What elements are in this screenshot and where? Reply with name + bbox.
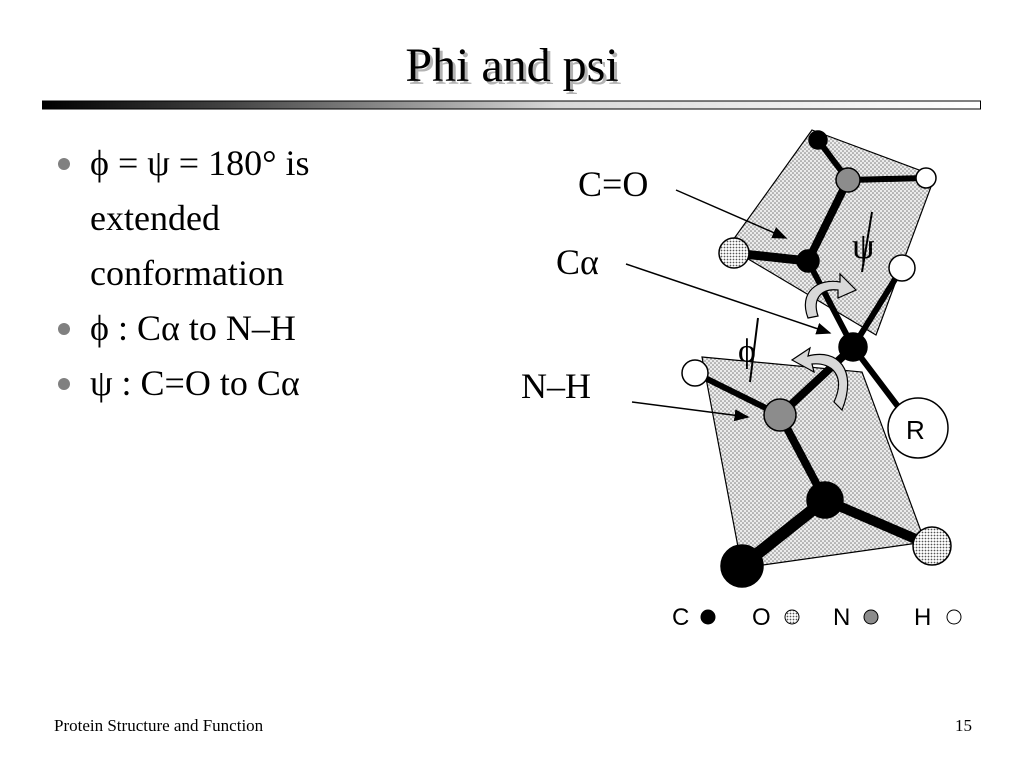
oxygen-atom	[718, 237, 750, 269]
bond	[805, 258, 856, 350]
nitrogen-atom	[763, 398, 797, 432]
phi-rotation-axis	[749, 317, 759, 383]
bullet-line: ψ : C=O to Cα	[90, 363, 300, 403]
legend-nitrogen-letter: N	[833, 604, 850, 631]
bullet-dot	[58, 158, 70, 170]
footer-course-title: Protein Structure and Function	[54, 716, 264, 735]
bullet-dot	[58, 378, 70, 390]
hydrogen-atom	[888, 254, 916, 282]
carbon-atom	[806, 481, 844, 519]
atom-legend: C O N H	[672, 604, 962, 631]
ca-label: Cα	[556, 242, 599, 282]
bullet-list: ϕ = ψ = 180° is extended conformation ϕ …	[58, 136, 398, 411]
nh-pointer-arrow	[631, 401, 750, 422]
bullet-item-extended-conformation: ϕ = ψ = 180° is extended conformation	[58, 136, 398, 301]
legend-carbon-letter: C	[672, 604, 689, 631]
legend-oxygen-letter: O	[752, 604, 771, 631]
legend-nitrogen-swatch	[863, 609, 879, 625]
bullet-item-phi: ϕ : Cα to N–H	[58, 301, 398, 356]
title-underline	[42, 100, 981, 110]
carbon-atom	[720, 544, 764, 588]
hydrogen-atom	[681, 359, 709, 387]
atoms	[681, 130, 952, 588]
carbon-atom	[808, 130, 828, 150]
psi-rotation-axis	[861, 211, 873, 273]
phi-label: ϕ	[738, 333, 756, 370]
legend-carbon-swatch	[700, 609, 716, 625]
bond	[804, 176, 852, 265]
co-label: C=O	[578, 164, 648, 204]
carbon-atom	[796, 249, 820, 273]
nh-label: N–H	[521, 366, 591, 406]
nitrogen-atom	[835, 167, 861, 193]
bullet-line: extended	[90, 198, 220, 238]
bullet-line: conformation	[90, 253, 284, 293]
legend-hydrogen-letter: H	[914, 604, 931, 631]
page-number: 15	[955, 716, 972, 735]
co-pointer-arrow	[675, 189, 788, 239]
legend-oxygen-swatch	[784, 609, 800, 625]
hydrogen-atom	[915, 167, 937, 189]
phi-psi-diagram: C=O Cα N–H ψ ϕ R C O N H	[521, 129, 962, 631]
bullet-dot	[58, 323, 70, 335]
r-group-atom	[887, 397, 949, 459]
r-group-label: R	[906, 415, 925, 445]
bullet-item-psi: ψ : C=O to Cα	[58, 356, 398, 411]
slide-title: Phi and psi	[405, 39, 619, 92]
psi-label: ψ	[852, 226, 875, 266]
bullet-line: ϕ = ψ = 180° is	[90, 143, 310, 183]
phi-rotation-arrow	[790, 346, 849, 412]
ca-pointer-arrow	[625, 263, 832, 335]
legend-hydrogen-swatch	[946, 609, 962, 625]
psi-rotation-arrow	[804, 272, 858, 319]
bond	[845, 175, 929, 183]
bond	[850, 265, 905, 350]
oxygen-atom	[912, 526, 952, 566]
bullet-line: ϕ : Cα to N–H	[90, 308, 296, 348]
alpha-carbon-atom	[838, 332, 868, 362]
